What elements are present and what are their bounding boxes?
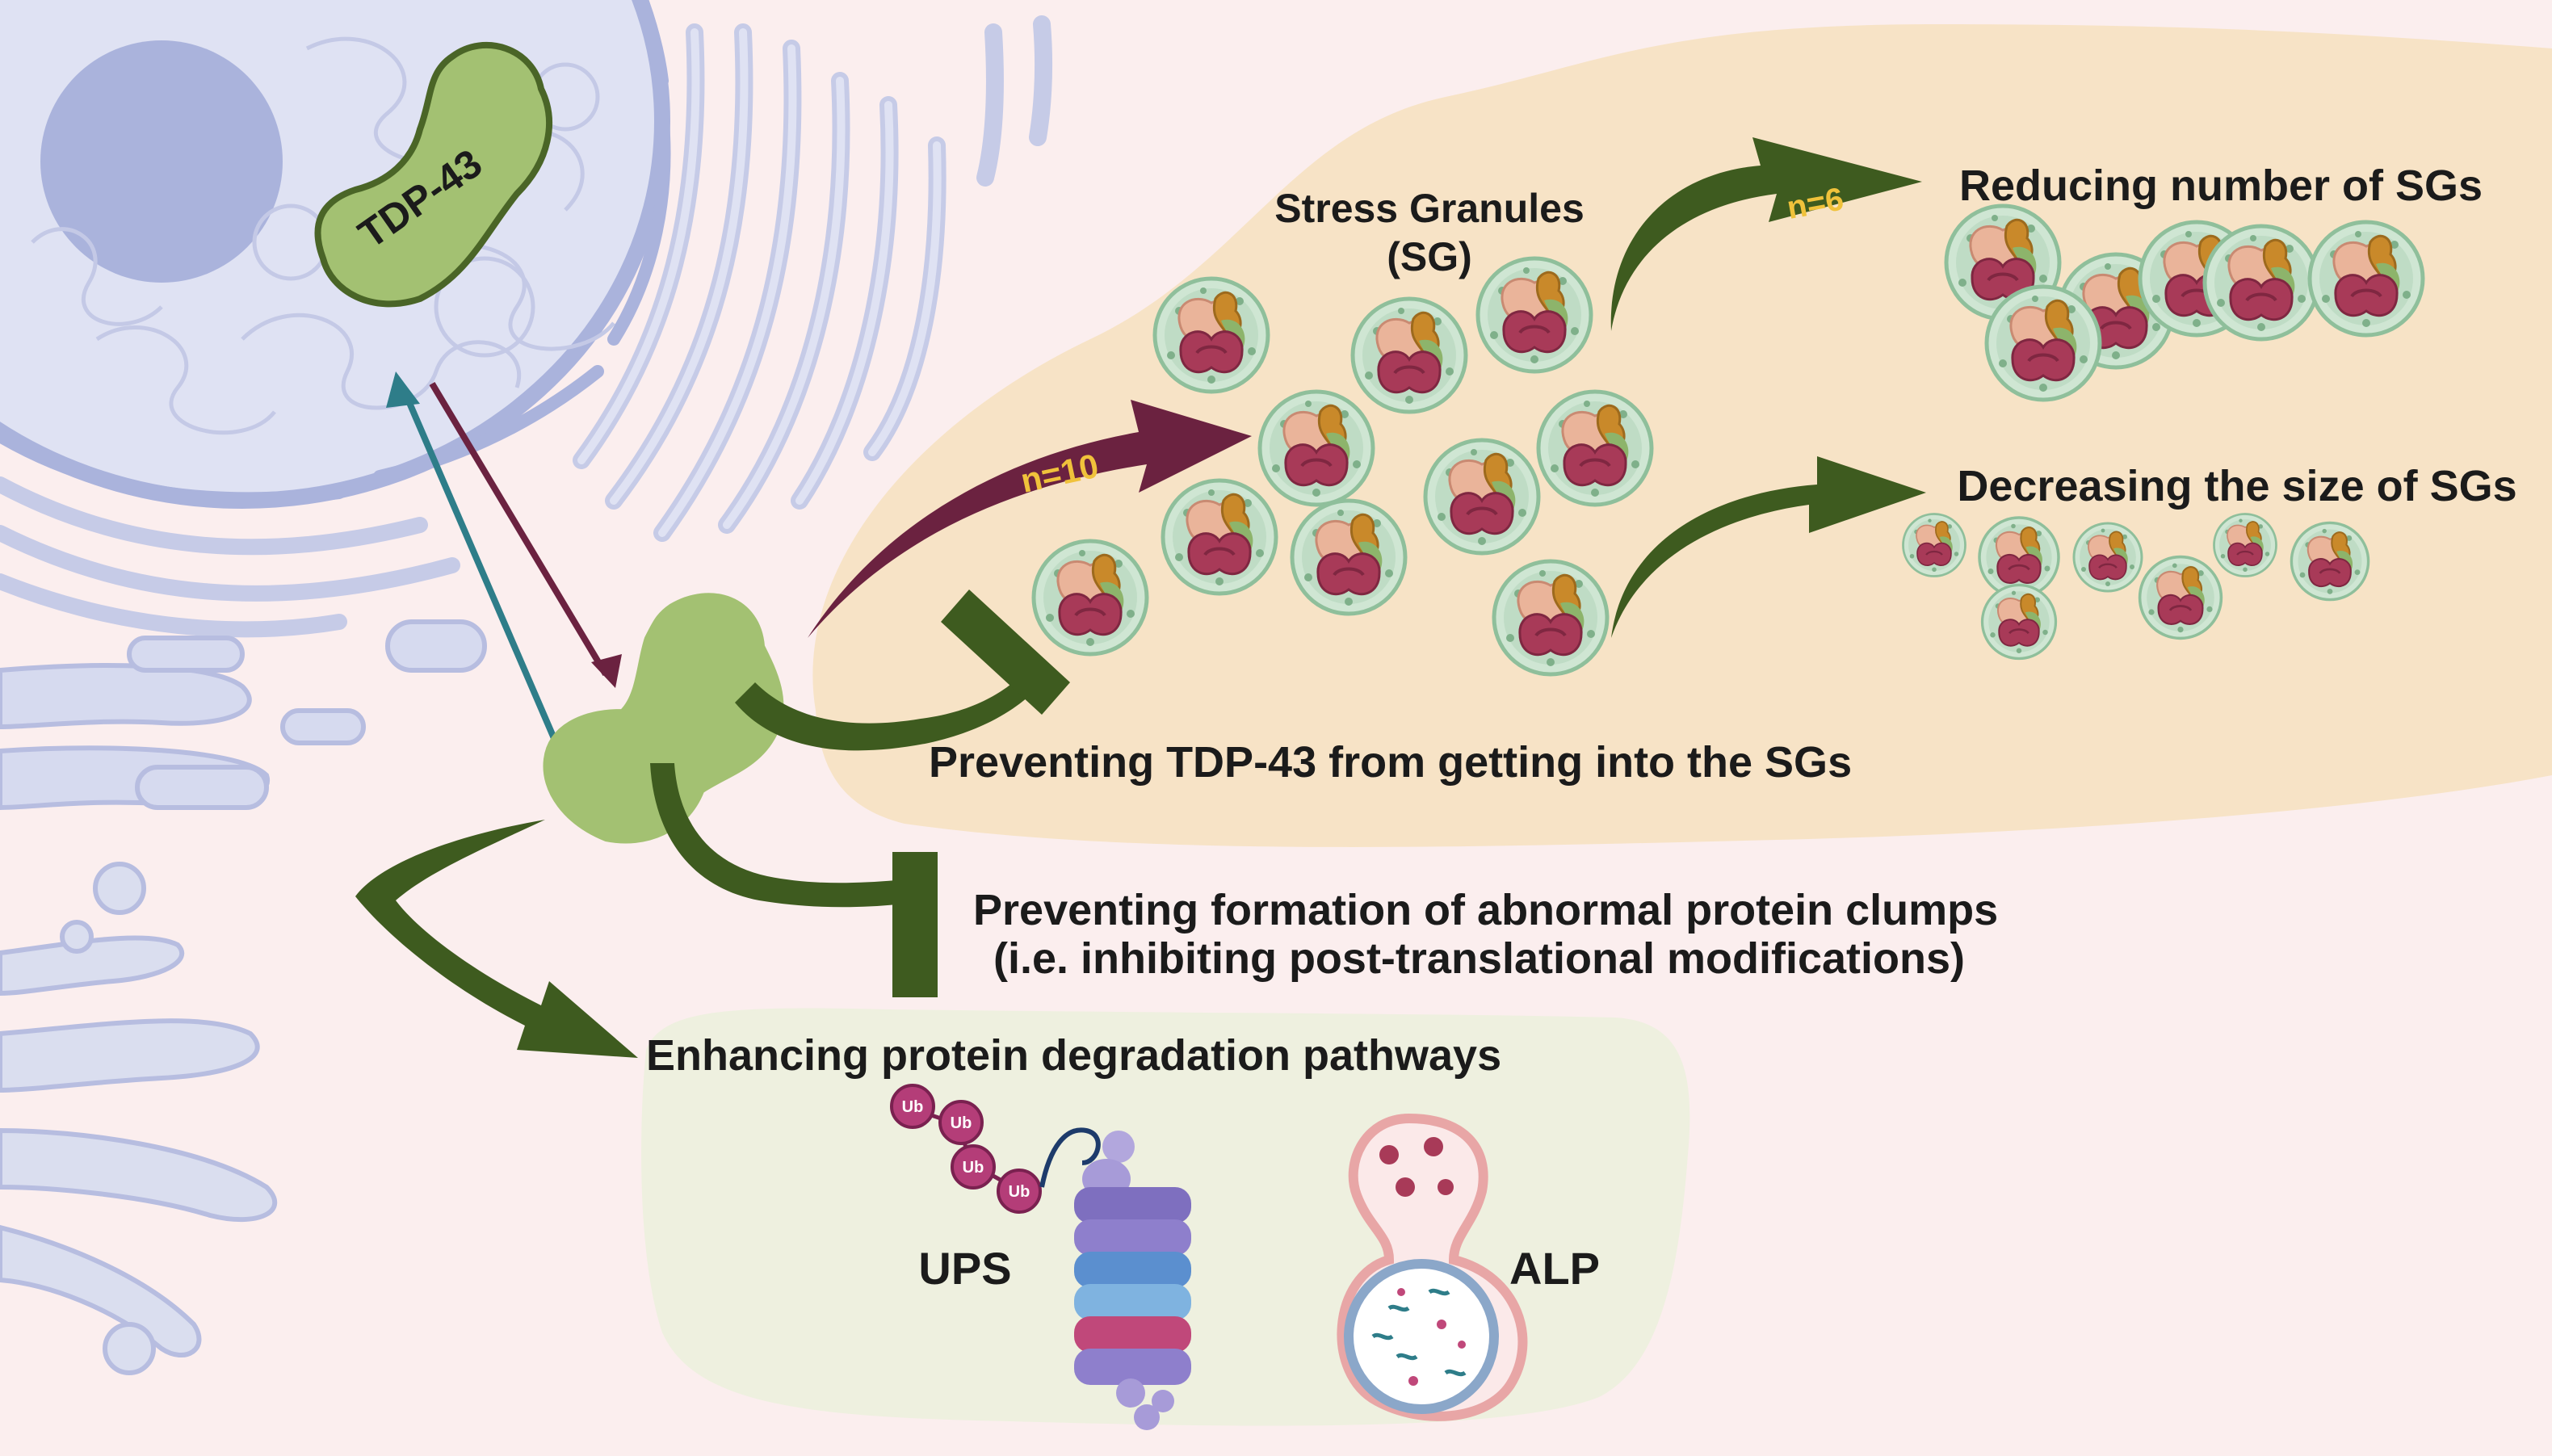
- decrease-size-arrow: [1611, 456, 1926, 638]
- export-arrow-maroon: [429, 381, 609, 677]
- stress-granule: [2310, 222, 2423, 335]
- stress-granule: [1478, 258, 1591, 371]
- stress-granule: [1538, 392, 1652, 505]
- sg-title-line1: Stress Granules: [1274, 186, 1585, 231]
- autophagy-lysosome-icon: [1337, 1113, 1528, 1421]
- stress-granule: [2213, 513, 2277, 577]
- stress-granule: [1494, 561, 1607, 674]
- import-arrow-teal: [399, 384, 577, 785]
- decreasing-size-label: Decreasing the size of SGs: [1957, 462, 2516, 510]
- nucleolus: [40, 40, 283, 283]
- ubiquitin-proteasome-system: Ub Ub Ub Ub: [890, 1084, 1191, 1430]
- proteasome-icon: [1074, 1131, 1191, 1430]
- stress-granule: [1987, 287, 2100, 400]
- stress-granule: [1353, 299, 1466, 412]
- stress-granule: [2072, 522, 2143, 593]
- tdp43-protein-cytoplasmic: [543, 593, 784, 844]
- ub-label: Ub: [963, 1159, 984, 1177]
- stress-granule: [1292, 501, 1405, 614]
- reducing-number-label: Reducing number of SGs: [1959, 162, 2483, 210]
- enhancing-degradation-label: Enhancing protein degradation pathways: [646, 1031, 1501, 1080]
- stress-granule: [1425, 440, 1538, 553]
- stress-granule: [1163, 480, 1276, 594]
- ub-label: Ub: [1009, 1183, 1030, 1201]
- preventing-formation-line2: (i.e. inhibiting post-translational modi…: [993, 934, 1965, 983]
- inhibit-sg-entry-bar: [735, 590, 1070, 751]
- sg-title-line2: (SG): [1387, 234, 1472, 279]
- alp-label: ALP: [1509, 1243, 1600, 1294]
- ups-label: UPS: [918, 1243, 1011, 1294]
- inhibit-clump-formation-bar: [650, 763, 938, 997]
- stress-granule: [1260, 392, 1373, 505]
- stress-granule: [2205, 226, 2318, 339]
- nuclear-envelope: [0, 0, 671, 506]
- ub-label: Ub: [902, 1098, 924, 1116]
- stress-granule: [1980, 583, 2058, 661]
- stress-granule: [2138, 555, 2223, 640]
- stress-granule: [1034, 541, 1147, 654]
- golgi-apparatus: [0, 619, 487, 811]
- stress-granule-region: [812, 24, 2552, 847]
- shuttling-arrows: [386, 371, 622, 785]
- preventing-entry-label: Preventing TDP-43 from getting into the …: [929, 738, 1852, 787]
- ub-label: Ub: [951, 1114, 972, 1132]
- stress-granule: [2290, 521, 2370, 602]
- stress-granule: [1902, 513, 1966, 577]
- stress-granule: [1155, 279, 1268, 392]
- degradation-arrow: [355, 820, 638, 1058]
- preventing-formation-line1: Preventing formation of abnormal protein…: [973, 886, 1998, 934]
- ubiquitin-chain: Ub Ub Ub Ub: [890, 1084, 1042, 1214]
